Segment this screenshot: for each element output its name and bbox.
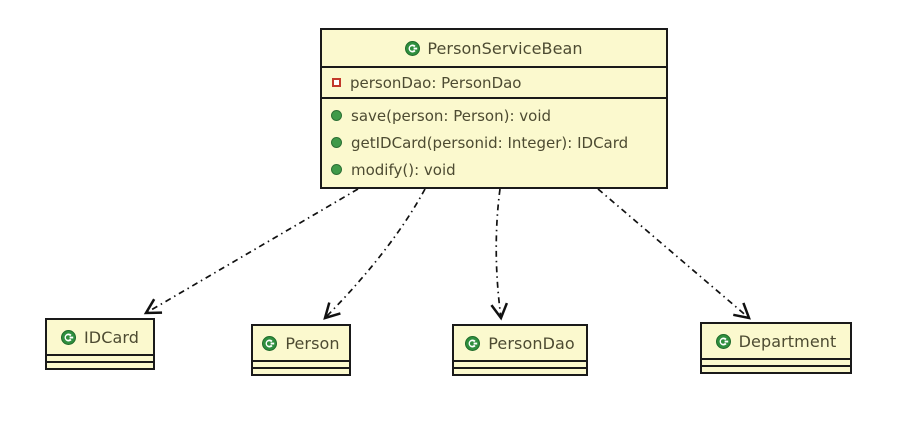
class-name-label: PersonServiceBean [427,38,583,58]
class-box-idcard[interactable]: IDCard [45,318,155,370]
operation-label: modify(): void [351,160,456,179]
private-attribute-icon [332,78,341,87]
edge-to-department [597,188,751,320]
operations-compartment [454,367,586,374]
class-icon [262,335,278,351]
class-box-personservicebean[interactable]: PersonServiceBean personDao: PersonDao s… [320,28,668,189]
attributes-compartment [702,358,850,365]
class-header-persondao: PersonDao [454,326,586,360]
class-header-department: Department [702,324,850,358]
attributes-compartment [454,360,586,367]
operations-compartment [702,365,850,372]
class-name-label: Person [285,333,340,353]
class-header-personservicebean: PersonServiceBean [322,30,666,66]
class-icon [465,335,481,351]
class-name-label: IDCard [83,327,140,347]
attributes-compartment [253,360,349,367]
public-method-icon [331,164,342,175]
operations-compartment [47,361,153,368]
public-method-icon [331,137,342,148]
edge-to-person [323,188,426,320]
class-icon [715,333,731,349]
operation-row[interactable]: getIDCard(personid: Integer): IDCard [322,129,666,156]
public-method-icon [331,110,342,121]
operations-compartment: save(person: Person): void getIDCard(per… [322,97,666,187]
class-box-department[interactable]: Department [700,322,852,374]
class-header-person: Person [253,326,349,360]
attributes-compartment: personDao: PersonDao [322,66,666,97]
class-box-person[interactable]: Person [251,324,351,376]
operation-row[interactable]: modify(): void [322,156,666,183]
operation-row[interactable]: save(person: Person): void [322,102,666,129]
class-name-label: PersonDao [488,333,575,353]
class-icon [60,329,76,345]
class-name-label: Department [738,331,837,351]
class-box-persondao[interactable]: PersonDao [452,324,588,376]
operations-compartment [253,367,349,374]
class-header-idcard: IDCard [47,320,153,354]
edge-to-persondao [490,188,509,321]
class-icon [405,40,421,56]
attribute-row[interactable]: personDao: PersonDao [322,68,666,97]
operation-label: getIDCard(personid: Integer): IDCard [351,133,629,152]
attribute-label: personDao: PersonDao [350,73,522,92]
edge-to-idcard [143,188,359,315]
attributes-compartment [47,354,153,361]
operation-label: save(person: Person): void [351,106,552,125]
